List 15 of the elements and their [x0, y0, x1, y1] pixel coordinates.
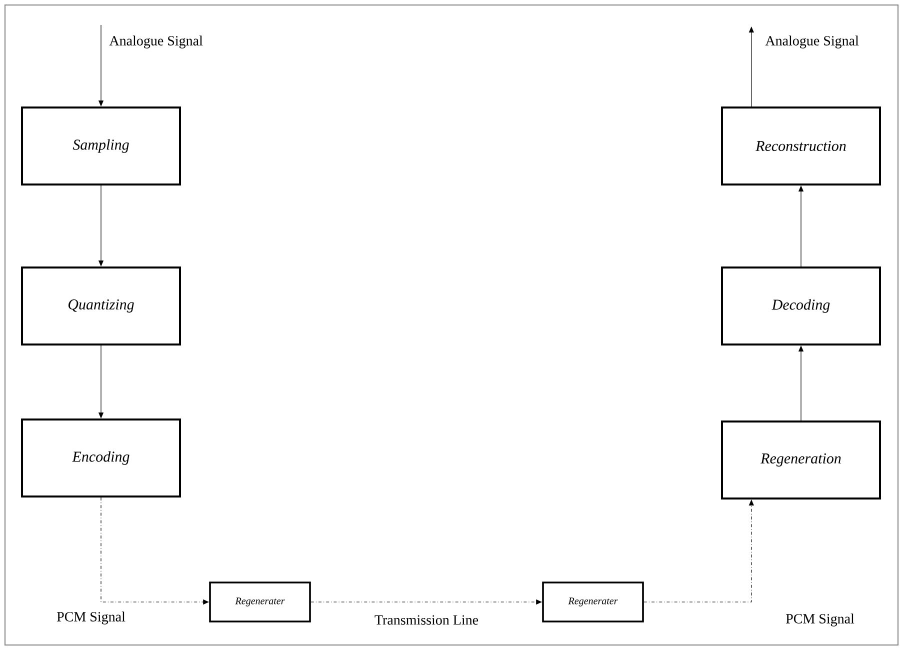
edge-label: PCM Signal: [786, 614, 854, 626]
edge-label: Analogue Signal: [765, 36, 859, 48]
arrow: [748, 26, 754, 107]
process-box: Encoding: [21, 418, 181, 498]
edge-label: PCM Signal: [57, 612, 126, 624]
edge-label: Transmission Line: [374, 615, 478, 625]
process-box: Quantizing: [21, 266, 181, 346]
process-box: Regeneration: [721, 420, 881, 500]
process-box: Decoding: [721, 266, 881, 346]
process-box: Reconstruction: [721, 106, 881, 186]
process-box: Regenerater: [542, 582, 644, 622]
process-box: Regenerater: [209, 582, 311, 622]
arrow: [644, 500, 754, 602]
edge-label: Analogue Signal: [109, 36, 203, 48]
process-box: Sampling: [21, 106, 181, 186]
